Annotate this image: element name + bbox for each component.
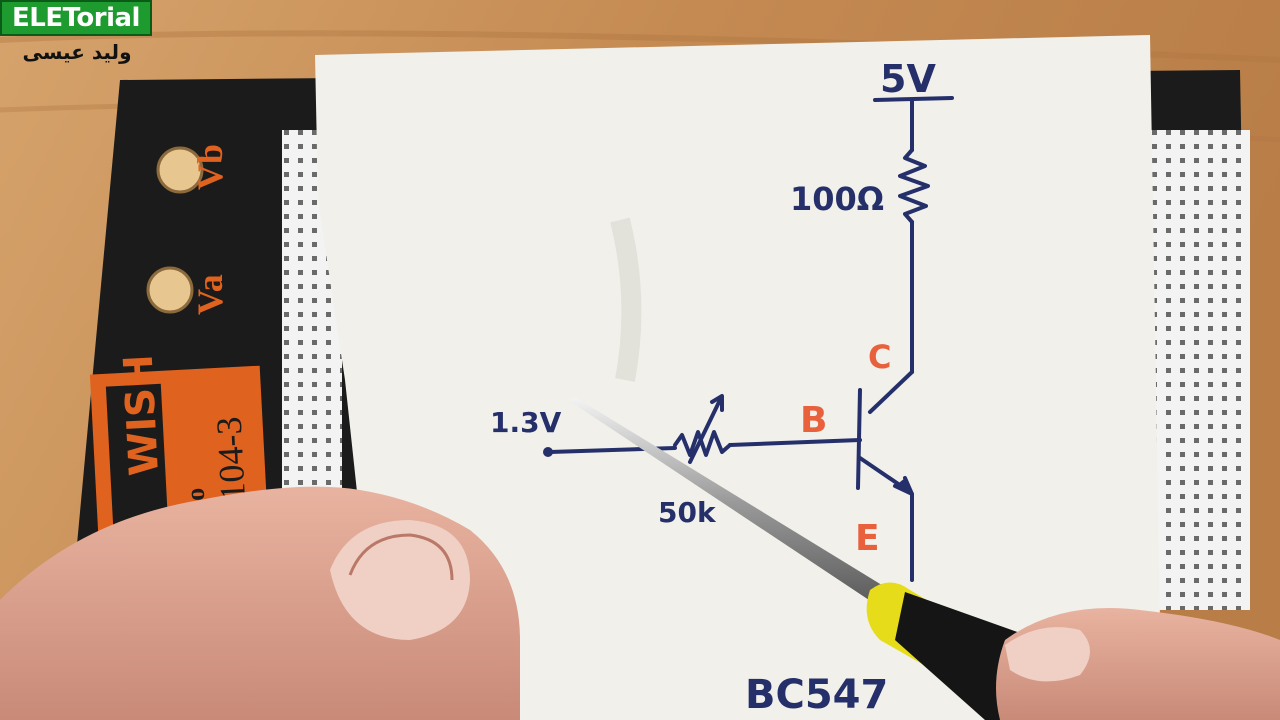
paper-sheet [315,35,1160,720]
author-name: وليد عيسى [22,40,132,64]
board-model: 104-3 [209,416,253,502]
base-label: B [800,400,827,441]
hand-icon [0,486,520,720]
input-voltage-label: 1.3V [490,406,562,439]
binding-post-icon [156,146,204,194]
potentiometer-value-label: 50k [658,496,717,529]
hand-icon [996,608,1280,720]
board-label-vb: Vb [190,144,230,190]
resistor-value-label: 100Ω [790,180,884,218]
transistor-part-label: BC547 [745,672,888,718]
channel-logo-text: ELETorial [12,3,140,33]
channel-logo: ELETorial [0,0,152,36]
binding-post-icon [146,266,194,314]
board-brand: WISH [116,353,168,477]
resistor-symbol [898,148,930,224]
collector-label: C [868,338,891,376]
board-label-va: Va [190,274,230,315]
potentiometer-symbol [673,430,732,457]
supply-voltage-label: 5V [880,57,936,101]
emitter-label: E [855,518,880,559]
